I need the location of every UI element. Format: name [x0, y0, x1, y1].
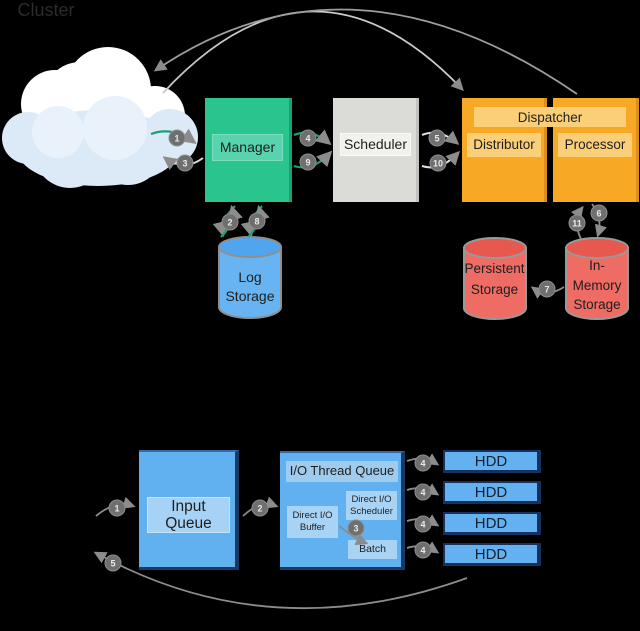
step-badge-7: 7: [538, 280, 556, 298]
step-badge-1: 1: [168, 129, 186, 147]
step-badge-3: 3: [176, 154, 194, 172]
step-badge-2: 2: [221, 213, 239, 231]
b-step-badge-2: 2: [251, 499, 269, 517]
input-queue-box: Input Queue: [139, 450, 239, 570]
dispatcher-bar: Dispatcher: [474, 107, 626, 127]
step-badge-10: 10: [429, 154, 447, 172]
b-step-badge-5: 5: [104, 554, 122, 572]
step-badge-4: 4: [299, 129, 317, 147]
step-badge-8: 8: [248, 212, 266, 230]
scheduler-label: Scheduler: [340, 133, 411, 156]
io-thread-queue-box: I/O Thread Queue Direct I/O Buffer Direc…: [280, 451, 405, 570]
log-storage-label: Log Storage: [225, 269, 275, 304]
b-step-badge-1: 1: [108, 499, 126, 517]
processor-label: Processor: [558, 133, 632, 157]
hdd-box-3: HDD: [443, 512, 541, 535]
cluster-label: Cluster: [17, 0, 75, 20]
step-badge-5: 5: [428, 129, 446, 147]
b-step-badge-4c: 4: [414, 515, 432, 533]
direct-io-scheduler-box: Direct I/O Scheduler: [346, 491, 397, 520]
scheduler-box: Scheduler: [333, 98, 419, 202]
manager-label: Manager: [212, 134, 283, 161]
hdd-box-1: HDD: [443, 450, 541, 473]
b-step-badge-3: 3: [347, 519, 365, 537]
arc-processor-to-cluster: [153, 8, 578, 95]
batch-box: Batch: [348, 540, 397, 559]
cluster-cloud: [2, 47, 198, 188]
step-badge-6: 6: [590, 204, 608, 222]
io-thread-queue-label: I/O Thread Queue: [286, 461, 398, 482]
distributor-label: Distributor: [467, 133, 541, 157]
persistent-storage-label: Persistent Storage: [464, 261, 525, 297]
manager-box: Manager: [205, 98, 292, 202]
b-step-badge-4b: 4: [414, 483, 432, 501]
step-badge-11: 11: [568, 214, 586, 232]
input-queue-label: Input Queue: [147, 497, 230, 533]
arc-cluster-to-distributor: [162, 10, 464, 94]
in-memory-storage-label: In-Memory Storage: [572, 258, 622, 313]
b-step-badge-4a: 4: [414, 454, 432, 472]
step-badge-9: 9: [299, 153, 317, 171]
direct-io-buffer-box: Direct I/O Buffer: [287, 506, 338, 538]
hdd-box-4: HDD: [443, 543, 541, 566]
b-step-badge-4d: 4: [414, 541, 432, 559]
hdd-box-2: HDD: [443, 481, 541, 504]
